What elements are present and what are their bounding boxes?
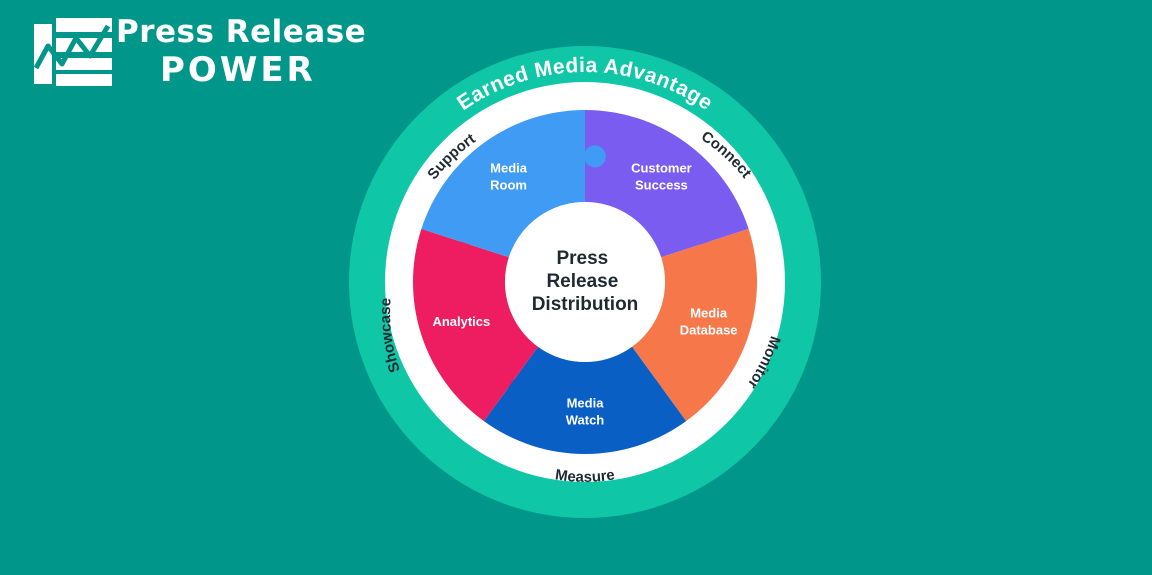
chart-logo-icon (34, 18, 112, 86)
segment-label-line: Media (567, 396, 605, 411)
brand-logo: Press Release POWER (34, 14, 374, 94)
segment-label-line: Media (490, 160, 528, 175)
center-circle (505, 202, 665, 362)
segment-label-line: Analytics (432, 314, 490, 329)
segment-media-watch (483, 346, 687, 454)
center-line-2: Release (546, 271, 618, 292)
center-line-1: Press (556, 248, 608, 269)
segment-label-line: Watch (566, 413, 605, 428)
segment-customer-success (585, 110, 749, 258)
segment-label-line: Media (690, 306, 728, 321)
segment-analytics (413, 228, 538, 422)
ring-label-measure: Measure (554, 466, 616, 486)
brand-name-line2: POWER (160, 50, 316, 90)
segment-media-database (632, 228, 757, 422)
center-label: Press Release Distribution (532, 248, 639, 315)
puzzle-knob-media-room (583, 145, 606, 168)
segment-label-line: Success (635, 177, 688, 192)
center-line-3: Distribution (532, 294, 639, 315)
segment-label-line: Customer (631, 160, 692, 175)
segment-label-line: Database (680, 323, 738, 338)
brand-name-line1: Press Release (116, 14, 367, 50)
segment-media-room (421, 110, 585, 258)
segment-label-line: Room (490, 177, 527, 192)
segment-label-analytics: Analytics (432, 314, 490, 329)
